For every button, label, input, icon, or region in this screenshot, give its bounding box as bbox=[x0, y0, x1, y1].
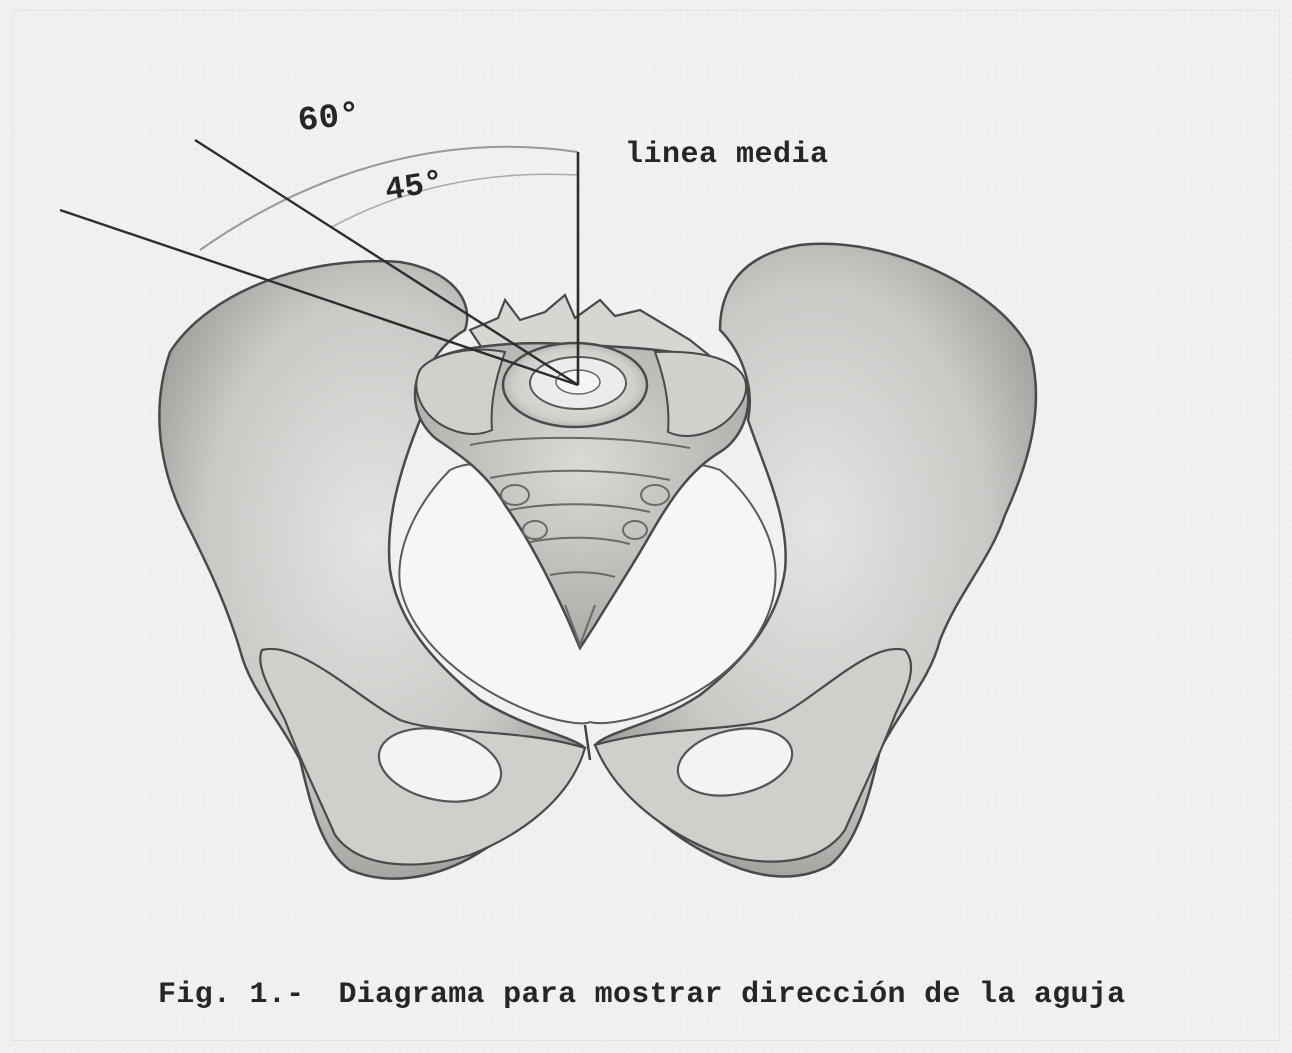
arc-45 bbox=[330, 174, 578, 228]
figure-caption: Fig. 1.- Diagrama para mostrar dirección … bbox=[158, 978, 1125, 1012]
caption-text: Diagrama para mostrar dirección de la ag… bbox=[338, 978, 1125, 1012]
figure-number: Fig. 1.- bbox=[158, 978, 304, 1012]
angle-60-label: 60° bbox=[296, 97, 362, 141]
pubic-symphysis bbox=[585, 725, 590, 760]
midline-label: linea media bbox=[625, 138, 829, 172]
